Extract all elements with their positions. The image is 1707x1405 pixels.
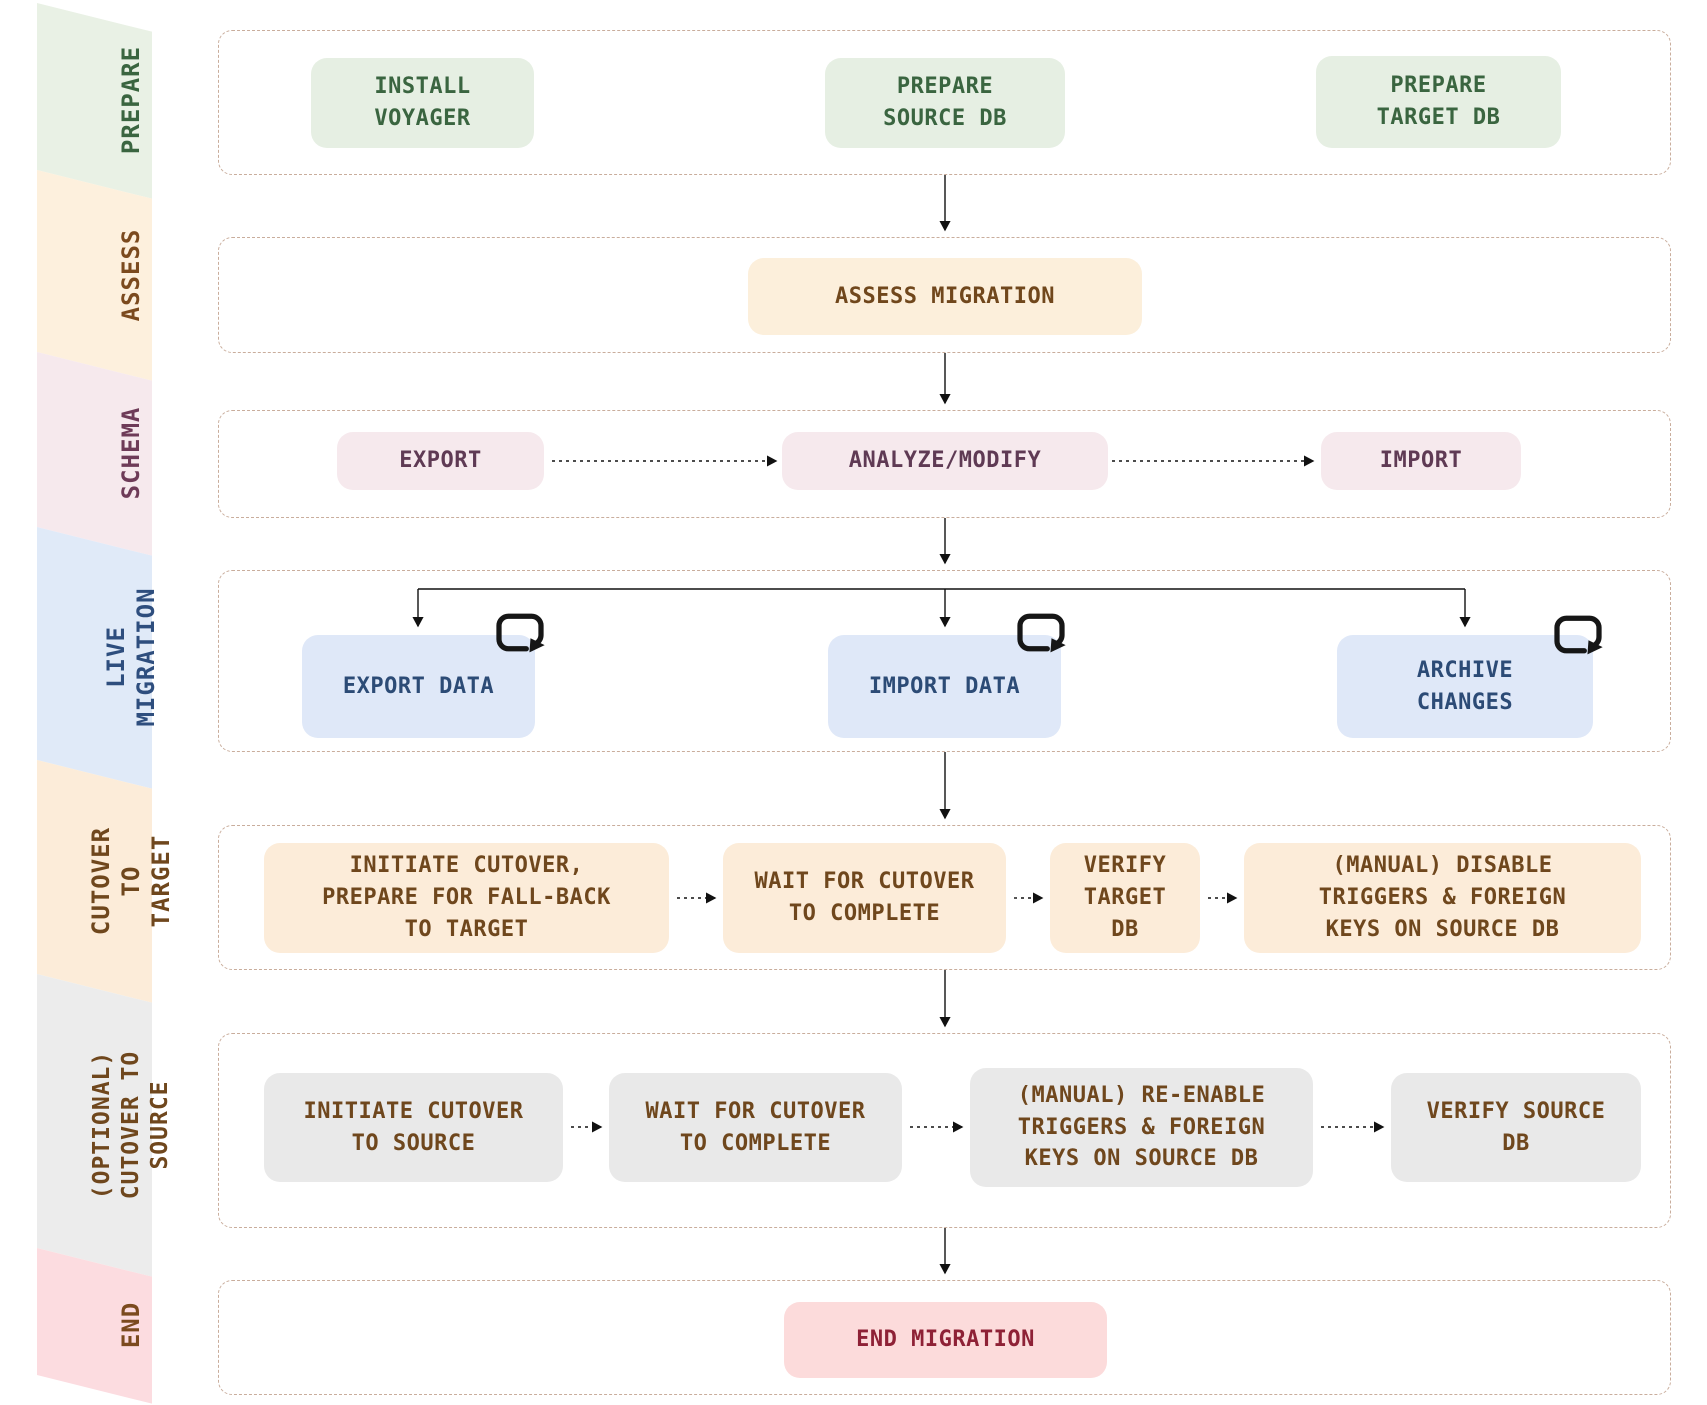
stage-label-cutover-to-source: (OPTIONAL) CUTOVER TO SOURCE <box>88 1050 173 1200</box>
stage-row-cutover-to-target <box>218 825 1671 970</box>
node-schema-export: EXPORT <box>337 432 544 490</box>
node-verify-source-db: VERIFY SOURCE DB <box>1391 1073 1641 1182</box>
stage-row-schema <box>218 410 1671 518</box>
stage-ribbon: PREPARE ASSESS SCHEMA LIVE MIGRATION CUT… <box>37 0 175 1405</box>
stage-row-assess <box>218 237 1671 353</box>
stage-label-cutover-to-target: CUTOVER TO TARGET <box>87 826 175 936</box>
stage-row-live-migration <box>218 570 1671 752</box>
stage-row-cutover-to-source <box>218 1033 1671 1228</box>
node-prepare-target-db: PREPARE TARGET DB <box>1316 56 1561 148</box>
stage-label-assess: ASSESS <box>117 228 145 322</box>
repeat-loop-icon <box>1017 613 1066 653</box>
node-install-voyager: INSTALL VOYAGER <box>311 58 534 148</box>
node-wait-cutover-source: WAIT FOR CUTOVER TO COMPLETE <box>609 1073 902 1182</box>
node-manual-reenable-triggers: (MANUAL) RE-ENABLE TRIGGERS & FOREIGN KE… <box>970 1068 1313 1187</box>
node-initiate-cutover-target: INITIATE CUTOVER, PREPARE FOR FALL-BACK … <box>264 843 669 953</box>
stage-row-end <box>218 1280 1671 1395</box>
repeat-loop-icon <box>496 613 545 653</box>
node-end-migration: END MIGRATION <box>784 1302 1107 1378</box>
stage-label-schema: SCHEMA <box>117 406 145 500</box>
stage-label-prepare: PREPARE <box>117 45 145 155</box>
stage-label-end: END <box>117 1301 145 1349</box>
node-manual-disable-triggers: (MANUAL) DISABLE TRIGGERS & FOREIGN KEYS… <box>1244 843 1641 953</box>
node-import-data: IMPORT DATA <box>828 635 1061 738</box>
node-schema-analyze-modify: ANALYZE/MODIFY <box>782 432 1108 490</box>
node-initiate-cutover-source: INITIATE CUTOVER TO SOURCE <box>264 1073 563 1182</box>
node-archive-changes: ARCHIVE CHANGES <box>1337 635 1593 738</box>
node-prepare-source-db: PREPARE SOURCE DB <box>825 58 1065 148</box>
node-wait-cutover-target: WAIT FOR CUTOVER TO COMPLETE <box>723 843 1006 953</box>
node-assess-migration: ASSESS MIGRATION <box>748 258 1142 335</box>
node-schema-import: IMPORT <box>1321 432 1521 490</box>
stage-label-live-migration: LIVE MIGRATION <box>102 587 160 727</box>
node-export-data: EXPORT DATA <box>302 635 535 738</box>
repeat-loop-icon <box>1554 615 1603 655</box>
node-verify-target-db: VERIFY TARGET DB <box>1050 843 1200 953</box>
stage-row-prepare <box>218 30 1671 175</box>
